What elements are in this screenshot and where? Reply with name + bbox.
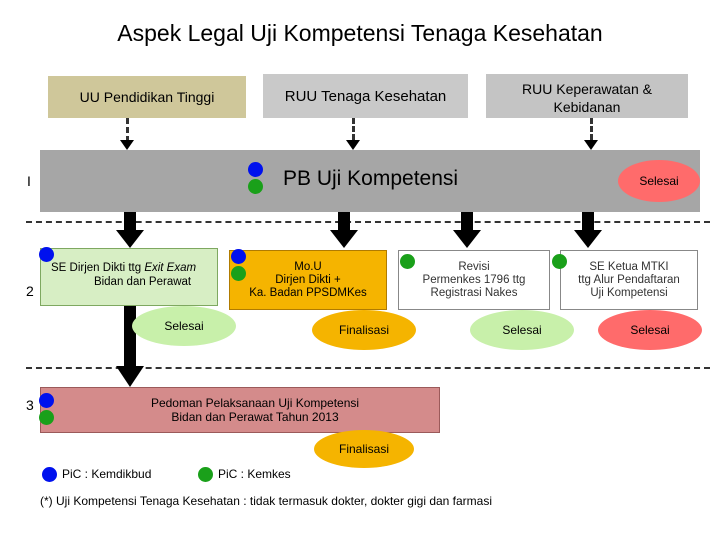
se-dirjen-dikti-exit-exam: Exit Exam bbox=[144, 262, 197, 274]
pic-kemdikbud-dot-se-dikti bbox=[39, 247, 54, 262]
arrowhead-pedoman bbox=[116, 366, 144, 387]
revisi-line2: Permenkes 1796 ttg bbox=[422, 273, 526, 286]
row-label-1: I bbox=[27, 173, 31, 189]
legend-kemdikbud-dot bbox=[42, 467, 57, 482]
pic-kemkes-dot-mtki bbox=[552, 254, 567, 269]
mou-status-text: Finalisasi bbox=[338, 323, 389, 337]
mou-line2: Dirjen Dikti + bbox=[275, 273, 341, 286]
legend-kemdikbud-label: PiC : Kemdikbud bbox=[62, 467, 152, 481]
pic-kemdikbud-dot-pedoman bbox=[39, 393, 54, 408]
arrowhead-ruu-kep bbox=[584, 140, 598, 150]
mou-box: Mo.U Dirjen Dikti + Ka. Badan PPSDMKes bbox=[229, 250, 387, 310]
arrowhead-revisi bbox=[453, 230, 481, 248]
pedoman-pelaksanaan-box: Pedoman Pelaksanaan Uji Kompetensi Bidan… bbox=[40, 387, 440, 433]
arrowhead-ruu-nakes bbox=[346, 140, 360, 150]
ruu-keperawatan-line1: RUU Keperawatan & bbox=[522, 81, 652, 97]
arrow-shaft-se-dikti bbox=[124, 212, 136, 232]
mtki-line1: SE Ketua MTKI bbox=[589, 260, 669, 273]
row-label-3: 3 bbox=[26, 397, 34, 413]
ruu-tenaga-kesehatan-label: RUU Tenaga Kesehatan bbox=[284, 87, 447, 105]
revisi-status-badge: Selesai bbox=[470, 310, 574, 350]
mtki-line3: Uji Kompetensi bbox=[590, 286, 668, 299]
se-dirjen-dikti-text: SE Dirjen Dikti ttg Exit Exam Bidan dan … bbox=[51, 261, 196, 289]
ruu-keperawatan-kebidanan-label: RUU Keperawatan & Kebidanan bbox=[522, 80, 652, 116]
pedoman-line2: Bidan dan Perawat Tahun 2013 bbox=[171, 410, 339, 424]
arrowhead-uu-dikti bbox=[120, 140, 134, 150]
pic-kemdikbud-dot-pb bbox=[248, 162, 263, 177]
se-ketua-mtki-box: SE Ketua MTKI ttg Alur Pendaftaran Uji K… bbox=[560, 250, 698, 310]
connector-ruu-kep bbox=[590, 118, 593, 140]
revisi-line3: Registrasi Nakes bbox=[430, 286, 518, 299]
pedoman-line1: Pedoman Pelaksanaan Uji Kompetensi bbox=[150, 396, 360, 410]
mtki-status-text: Selesai bbox=[630, 323, 670, 337]
revisi-text: Revisi Permenkes 1796 ttg Registrasi Nak… bbox=[423, 261, 526, 300]
ruu-keperawatan-kebidanan-box: RUU Keperawatan & Kebidanan bbox=[486, 74, 688, 118]
arrow-shaft-mtki bbox=[582, 212, 594, 232]
row-label-2: 2 bbox=[26, 283, 34, 299]
divider-row2-row3 bbox=[26, 367, 710, 369]
connector-ruu-nakes bbox=[352, 118, 355, 140]
footnote: (*) Uji Kompetensi Tenaga Kesehatan : ti… bbox=[40, 494, 493, 508]
ruu-tenaga-kesehatan-box: RUU Tenaga Kesehatan bbox=[263, 74, 468, 118]
page-title: Aspek Legal Uji Kompetensi Tenaga Keseha… bbox=[117, 20, 603, 46]
revisi-status-text: Selesai bbox=[502, 323, 542, 337]
se-dikti-status-badge: Selesai bbox=[132, 306, 236, 346]
arrowhead-mou bbox=[330, 230, 358, 248]
mtki-status-badge: Selesai bbox=[598, 310, 702, 350]
connector-uu-dikti bbox=[126, 118, 129, 142]
pic-kemkes-dot-pb bbox=[248, 179, 263, 194]
arrow-shaft-mou bbox=[338, 212, 350, 232]
se-dikti-status-text: Selesai bbox=[164, 319, 204, 333]
revisi-permenkes-box: Revisi Permenkes 1796 ttg Registrasi Nak… bbox=[398, 250, 550, 310]
se-dirjen-dikti-box: SE Dirjen Dikti ttg Exit Exam Bidan dan … bbox=[40, 248, 218, 306]
pb-uji-kompetensi-band bbox=[40, 150, 700, 212]
arrow-shaft-revisi bbox=[461, 212, 473, 232]
mtki-text: SE Ketua MTKI ttg Alur Pendaftaran Uji K… bbox=[578, 261, 680, 300]
mtki-line2: ttg Alur Pendaftaran bbox=[578, 273, 680, 286]
pedoman-status-text: Finalisasi bbox=[338, 442, 389, 456]
se-dirjen-dikti-line2: Bidan dan Perawat bbox=[93, 276, 192, 288]
pic-kemkes-dot-mou bbox=[231, 266, 246, 281]
legend-kemkes-dot bbox=[198, 467, 213, 482]
pic-kemkes-dot-pedoman bbox=[39, 410, 54, 425]
arrowhead-mtki bbox=[574, 230, 602, 248]
pedoman-text: Pedoman Pelaksanaan Uji Kompetensi Bidan… bbox=[151, 396, 359, 424]
uu-pendidikan-tinggi-box: UU Pendidikan Tinggi bbox=[48, 76, 246, 118]
pb-status-badge: Selesai bbox=[618, 160, 700, 202]
pic-kemdikbud-dot-mou bbox=[231, 249, 246, 264]
arrow-shaft-pedoman bbox=[124, 306, 136, 368]
uu-pendidikan-tinggi-label: UU Pendidikan Tinggi bbox=[79, 89, 215, 105]
legend-kemkes-label: PiC : Kemkes bbox=[218, 467, 291, 481]
pb-uji-kompetensi-label: PB Uji Kompetensi bbox=[283, 167, 459, 190]
divider-row1-row2 bbox=[26, 221, 710, 223]
ruu-keperawatan-line2: Kebidanan bbox=[553, 99, 621, 115]
pic-kemkes-dot-revisi bbox=[400, 254, 415, 269]
mou-line3: Ka. Badan PPSDMKes bbox=[249, 286, 367, 299]
revisi-line1: Revisi bbox=[458, 260, 490, 273]
arrowhead-se-dikti bbox=[116, 230, 144, 248]
se-dirjen-dikti-line1: SE Dirjen Dikti ttg bbox=[51, 262, 145, 274]
mou-text: Mo.U Dirjen Dikti + Ka. Badan PPSDMKes bbox=[249, 261, 367, 300]
pb-status-text: Selesai bbox=[639, 174, 679, 188]
mou-status-badge: Finalisasi bbox=[312, 310, 416, 350]
mou-line1: Mo.U bbox=[294, 260, 322, 273]
pedoman-status-badge: Finalisasi bbox=[314, 430, 414, 468]
